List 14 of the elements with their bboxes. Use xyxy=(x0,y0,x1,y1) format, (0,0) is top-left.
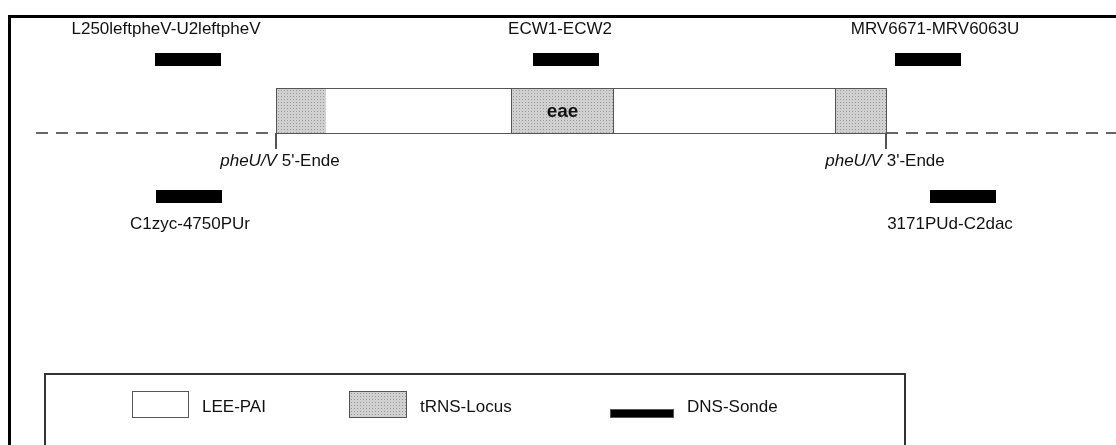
gene-box: eae xyxy=(511,87,614,134)
legend-label: DNS-Sonde xyxy=(687,397,778,417)
probe-label: 3171PUd-C2dac xyxy=(886,214,1014,234)
lee-pai-box xyxy=(326,88,836,134)
legend-label: LEE-PAI xyxy=(202,397,266,417)
probe-label: L250leftpheV-U2leftpheV xyxy=(70,19,262,39)
probe-label: ECW1-ECW2 xyxy=(507,19,613,39)
probe-label: MRV6671-MRV6063U xyxy=(849,19,1021,39)
trna-locus-box xyxy=(835,88,887,134)
locus-end-label: pheU/V 5'-Ende xyxy=(219,151,341,171)
probe-label: C1zyc-4750PUr xyxy=(129,214,251,234)
trna-locus-box xyxy=(276,88,327,134)
locus-end-label: pheU/V 3'-Ende xyxy=(824,151,946,171)
legend-label: tRNS-Locus xyxy=(420,397,512,417)
